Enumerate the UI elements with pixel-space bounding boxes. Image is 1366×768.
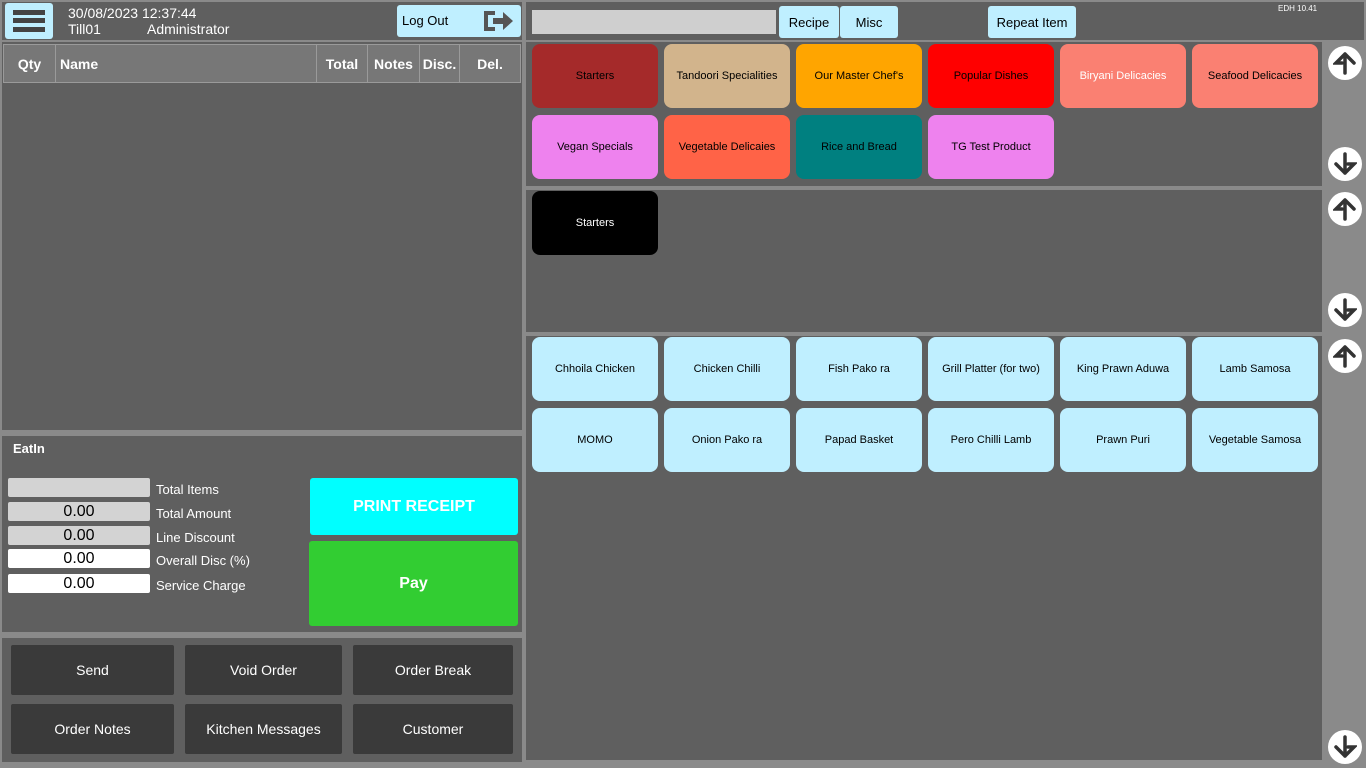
recipe-button[interactable]: Recipe	[779, 6, 839, 38]
datetime: 30/08/2023 12:37:44	[68, 5, 197, 21]
arrow-down-icon	[1334, 735, 1357, 758]
item-button[interactable]: Prawn Puri	[1060, 408, 1186, 472]
summary-value-3[interactable]: 0.00	[8, 549, 150, 568]
category-panel	[526, 42, 1322, 186]
item-button[interactable]: Chhoila Chicken	[532, 337, 658, 401]
action-order-break-button[interactable]: Order Break	[353, 645, 513, 695]
summary-value-2: 0.00	[8, 526, 150, 545]
item-button[interactable]: Papad Basket	[796, 408, 922, 472]
category-button[interactable]: TG Test Product	[928, 115, 1054, 179]
order-type: EatIn	[13, 441, 45, 456]
scroll-up-button[interactable]	[1328, 46, 1362, 80]
summary-label-1: Total Amount	[156, 506, 232, 521]
category-button[interactable]: Tandoori Specialities	[664, 44, 790, 108]
scroll-down-button[interactable]	[1328, 730, 1362, 764]
till-name: Till01	[68, 21, 101, 37]
search-input[interactable]	[532, 10, 776, 34]
item-button[interactable]: Lamb Samosa	[1192, 337, 1318, 401]
category-button[interactable]: Vegan Specials	[532, 115, 658, 179]
item-button[interactable]: Fish Pako ra	[796, 337, 922, 401]
version-label: EDH 10.41	[1278, 4, 1318, 13]
category-button[interactable]: Our Master Chef's	[796, 44, 922, 108]
item-button[interactable]: King Prawn Aduwa	[1060, 337, 1186, 401]
menu-button[interactable]	[5, 3, 53, 39]
arrow-down-icon	[1334, 152, 1357, 175]
summary-label-0: Total Items	[156, 482, 219, 497]
action-void-order-button[interactable]: Void Order	[185, 645, 342, 695]
items-panel	[526, 336, 1322, 760]
category-button[interactable]: Biryani Delicacies	[1060, 44, 1186, 108]
action-kitchen-messages-button[interactable]: Kitchen Messages	[185, 704, 342, 754]
logout-button[interactable]: Log Out	[397, 5, 521, 37]
arrow-up-icon	[1333, 345, 1356, 368]
arrow-down-icon	[1334, 298, 1357, 321]
item-button[interactable]: Onion Pako ra	[664, 408, 790, 472]
item-button[interactable]: Vegetable Samosa	[1192, 408, 1318, 472]
category-button[interactable]: Rice and Bread	[796, 115, 922, 179]
order-list[interactable]	[2, 42, 522, 430]
col-total: Total	[317, 45, 368, 82]
col-name: Name	[56, 45, 317, 82]
item-button[interactable]: Chicken Chilli	[664, 337, 790, 401]
action-send-button[interactable]: Send	[11, 645, 174, 695]
col-notes: Notes	[368, 45, 420, 82]
pay-button[interactable]: Pay	[309, 541, 518, 626]
col-qty: Qty	[4, 45, 56, 82]
summary-label-2: Line Discount	[156, 530, 235, 545]
category-button[interactable]: Popular Dishes	[928, 44, 1054, 108]
scroll-up-button[interactable]	[1328, 192, 1362, 226]
category-button[interactable]: Starters	[532, 44, 658, 108]
subcategory-panel	[526, 190, 1322, 332]
summary-value-4[interactable]: 0.00	[8, 574, 150, 593]
summary-value-0	[8, 478, 150, 497]
arrow-up-icon	[1333, 52, 1356, 75]
print-receipt-button[interactable]: PRINT RECEIPT	[310, 478, 518, 535]
order-table-header: Qty Name Total Notes Disc. Del.	[3, 44, 521, 83]
action-order-notes-button[interactable]: Order Notes	[11, 704, 174, 754]
arrow-up-icon	[1333, 198, 1356, 221]
user-name: Administrator	[147, 21, 230, 37]
logout-icon	[484, 11, 513, 31]
subcategory-button[interactable]: Starters	[532, 191, 658, 255]
summary-value-1: 0.00	[8, 502, 150, 521]
repeat-item-button[interactable]: Repeat Item	[988, 6, 1076, 38]
summary-label-4: Service Charge	[156, 578, 246, 593]
scroll-down-button[interactable]	[1328, 147, 1362, 181]
category-button[interactable]: Seafood Delicacies	[1192, 44, 1318, 108]
action-customer-button[interactable]: Customer	[353, 704, 513, 754]
category-button[interactable]: Vegetable Delicaies	[664, 115, 790, 179]
hamburger-icon	[13, 9, 45, 15]
item-button[interactable]: MOMO	[532, 408, 658, 472]
item-button[interactable]: Pero Chilli Lamb	[928, 408, 1054, 472]
scroll-up-button[interactable]	[1328, 339, 1362, 373]
logout-label: Log Out	[402, 13, 449, 28]
col-disc: Disc.	[420, 45, 460, 82]
item-button[interactable]: Grill Platter (for two)	[928, 337, 1054, 401]
scroll-down-button[interactable]	[1328, 293, 1362, 327]
summary-label-3: Overall Disc (%)	[156, 553, 250, 568]
col-del: Del.	[477, 55, 503, 72]
misc-button[interactable]: Misc	[840, 6, 898, 38]
